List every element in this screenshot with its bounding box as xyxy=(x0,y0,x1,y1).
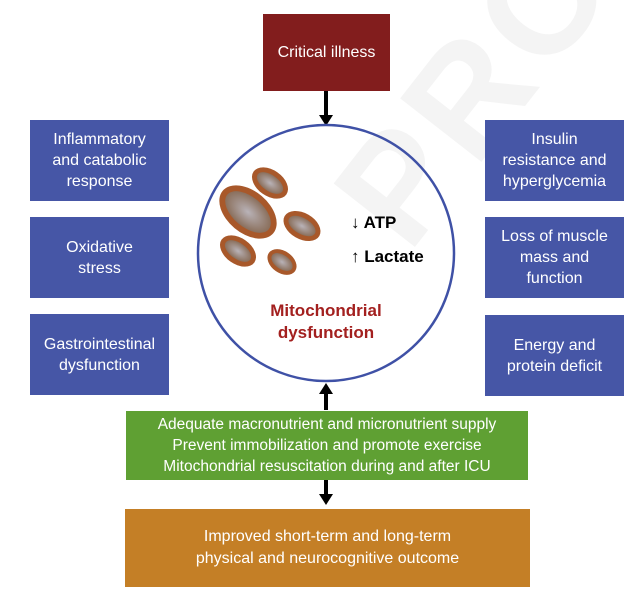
left-box-inflammatory: Inflammatory and catabolic response xyxy=(30,120,169,201)
mitochondria-circle xyxy=(196,123,456,383)
mitochondria-icon xyxy=(219,167,321,275)
intervention-line: Adequate macronutrient and micronutrient… xyxy=(157,416,497,433)
intervention-line: Prevent immobilization and promote exerc… xyxy=(172,437,482,454)
arrow-down-to-circle xyxy=(319,91,333,126)
arrow-up-to-circle xyxy=(319,383,333,410)
right-box-energy: Energy and protein deficit xyxy=(485,315,624,396)
left-box-oxidative: Oxidative stress xyxy=(30,217,169,298)
arrow-down-to-outcome xyxy=(319,480,333,505)
right-box-label: Energy and protein deficit xyxy=(506,336,603,375)
intervention-line: Mitochondrial resuscitation during and a… xyxy=(163,458,491,475)
critical-illness-box: Critical illness xyxy=(263,14,390,91)
left-box-gastrointestinal: Gastrointestinal dysfunction xyxy=(30,314,169,395)
left-box-label: Oxidative stress xyxy=(66,238,133,277)
critical-illness-label: Critical illness xyxy=(277,43,376,61)
right-box-insulin: Insulin resistance and hyperglycemia xyxy=(485,120,624,201)
outcome-label: Improved short-term and long-term physic… xyxy=(195,528,460,567)
outcome-box: Improved short-term and long-term physic… xyxy=(125,509,530,587)
right-box-label: Insulin resistance and hyperglycemia xyxy=(502,131,607,190)
left-box-label: Gastrointestinal dysfunction xyxy=(43,335,156,374)
lactate-label: ↑ Lactate xyxy=(351,247,424,266)
right-box-label: Loss of muscle mass and function xyxy=(501,228,608,287)
atp-label: ↓ ATP xyxy=(351,213,397,232)
right-box-muscle: Loss of muscle mass and function xyxy=(485,217,624,298)
intervention-box: Adequate macronutrient and micronutrient… xyxy=(126,411,528,480)
mitochondrial-dysfunction-title: Mitochondrial dysfunction xyxy=(270,301,382,342)
left-box-label: Inflammatory and catabolic response xyxy=(52,131,147,190)
